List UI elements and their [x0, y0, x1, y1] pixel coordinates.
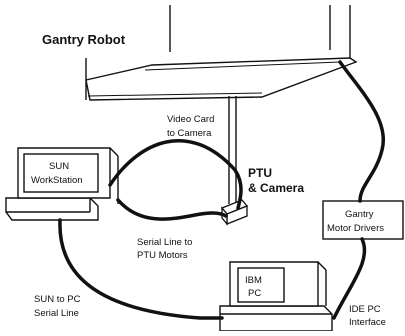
label-workstation: WorkStation — [31, 175, 83, 186]
label-camera: & Camera — [248, 181, 304, 195]
drivers-ibm-cable — [332, 237, 367, 320]
label-serial-ptu: Serial Line to — [137, 237, 192, 248]
label-motor-drivers: Motor Drivers — [327, 223, 384, 234]
ibm-pc — [219, 261, 333, 332]
ptu-camera-unit — [220, 199, 249, 226]
sun-to-pc-cable — [58, 218, 224, 320]
label-video-card-2: to Camera — [167, 128, 212, 139]
label-gantry: Gantry — [345, 209, 374, 220]
sun-workstation — [5, 147, 119, 221]
video-cable — [108, 138, 243, 210]
serial-ptu-cable — [116, 198, 228, 221]
label-ide-pc: IDE PC — [349, 304, 381, 315]
gantry-drivers-cable — [338, 60, 386, 203]
gantry-motor-drivers-box — [322, 200, 404, 240]
label-interface: Interface — [349, 317, 386, 328]
label-ptu: PTU — [248, 166, 272, 180]
label-pc: PC — [248, 288, 261, 299]
label-ibm: IBM — [245, 275, 262, 286]
title-gantry-robot: Gantry Robot — [42, 32, 126, 47]
cables — [58, 60, 386, 320]
label-sun-to-pc: SUN to PC — [34, 294, 81, 305]
label-serial-line: Serial Line — [34, 308, 79, 319]
label-serial-ptu-2: PTU Motors — [137, 250, 188, 261]
label-sun: SUN — [49, 161, 69, 172]
gantry-frame — [85, 5, 358, 204]
label-video-card: Video Card — [167, 114, 214, 125]
